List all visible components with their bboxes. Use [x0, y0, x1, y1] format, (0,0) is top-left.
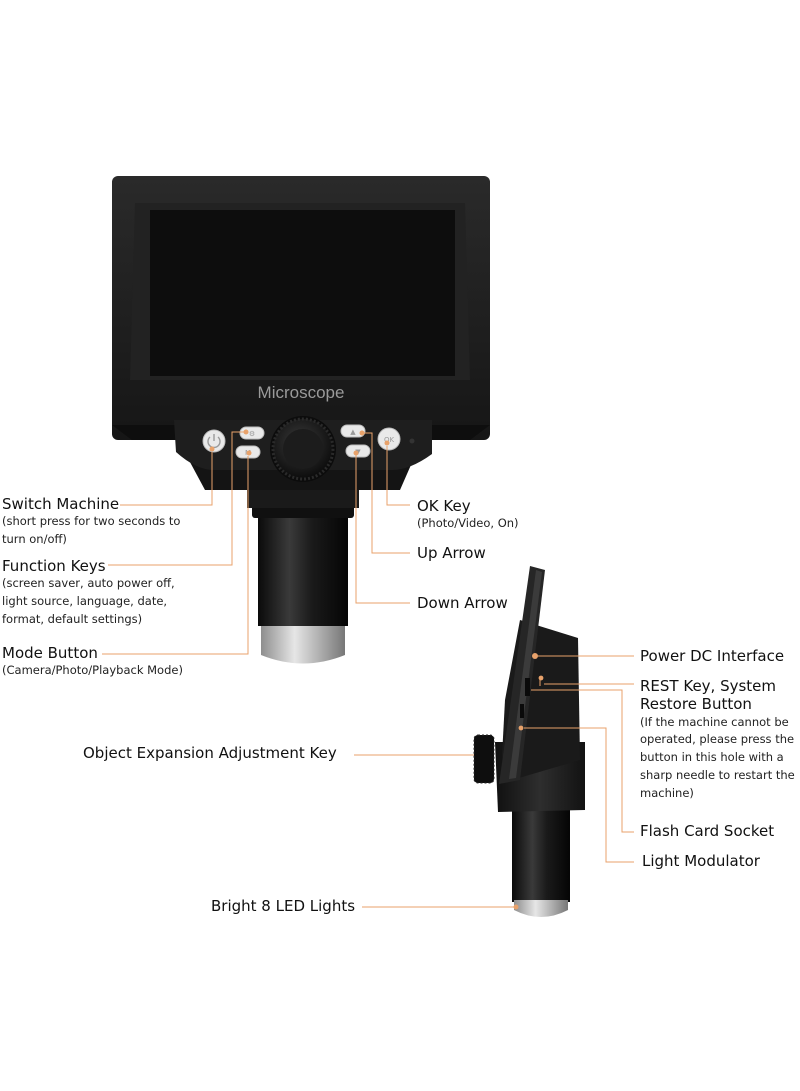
- rest-key-title: REST Key, System Restore Button: [640, 677, 777, 714]
- power-dc-port[interactable]: [532, 653, 538, 659]
- leader-up: [362, 432, 410, 554]
- indicator-led: [409, 438, 415, 444]
- leader-light: [524, 727, 634, 863]
- leader-switch: [120, 452, 213, 506]
- reset-hole[interactable]: [538, 675, 544, 681]
- power-icon: [207, 436, 221, 449]
- mode-button-title: Mode Button: [2, 644, 98, 662]
- ok-icon: OK: [384, 436, 395, 444]
- callout-down-arrow: Down Arrow: [417, 594, 508, 612]
- leader-down: [355, 455, 410, 604]
- power-dc-title: Power DC Interface: [640, 647, 785, 665]
- leader-ok: [386, 446, 410, 506]
- leader-lines: [102, 429, 634, 910]
- callout-ok-key: OK Key (Photo/Video, On): [417, 497, 597, 533]
- screen: [150, 210, 455, 376]
- callout-object-expansion: Object Expansion Adjustment Key: [83, 744, 363, 762]
- up-arrow-icon: ▲: [350, 428, 356, 436]
- leader-mode: [102, 456, 249, 655]
- side-led-cap: [514, 900, 568, 917]
- callout-switch-machine: Switch Machine (short press for two seco…: [2, 495, 202, 549]
- callout-function-keys: Function Keys (screen saver, auto power …: [2, 557, 202, 629]
- callout-led-lights: Bright 8 LED Lights: [211, 897, 371, 915]
- callout-mode-button: Mode Button (Camera/Photo/Playback Mode): [2, 644, 212, 680]
- flash-card-title: Flash Card Socket: [640, 822, 775, 840]
- switch-machine-title: Switch Machine: [2, 495, 120, 513]
- menu-icon: ⚙: [249, 430, 255, 438]
- led-lights-title: Bright 8 LED Lights: [211, 897, 356, 915]
- neck: [247, 486, 359, 508]
- front-view-microscope: Microscope ⚙ M ▲ ▼: [112, 176, 490, 664]
- down-arrow-title: Down Arrow: [417, 594, 508, 612]
- leader-flash: [531, 689, 634, 833]
- object-expansion-title: Object Expansion Adjustment Key: [83, 744, 337, 762]
- ok-button[interactable]: OK: [377, 427, 401, 451]
- led-cap: [261, 626, 345, 664]
- light-modulator-title: Light Modulator: [642, 852, 760, 870]
- leader-function: [108, 431, 244, 566]
- side-knob[interactable]: [473, 734, 495, 784]
- side-slot-2: [520, 704, 524, 718]
- ok-key-title: OK Key: [417, 497, 471, 515]
- callout-light-modulator: Light Modulator: [642, 852, 800, 870]
- down-button[interactable]: ▼: [345, 444, 371, 458]
- card-slot[interactable]: [525, 678, 530, 696]
- menu-button[interactable]: ⚙: [239, 426, 265, 440]
- brand-label: Microscope: [258, 383, 345, 402]
- side-view-microscope: [473, 566, 585, 917]
- up-arrow-title: Up Arrow: [417, 544, 486, 562]
- callout-up-arrow: Up Arrow: [417, 544, 486, 562]
- up-button[interactable]: ▲: [340, 424, 366, 438]
- focus-knob[interactable]: [270, 416, 336, 482]
- down-arrow-icon: ▼: [355, 448, 361, 456]
- callout-flash-card: Flash Card Socket: [640, 822, 800, 840]
- function-keys-title: Function Keys: [2, 557, 106, 575]
- power-button[interactable]: [202, 429, 226, 453]
- mode-button-note: (Camera/Photo/Playback Mode): [2, 663, 183, 678]
- light-modulator-wheel[interactable]: [518, 725, 524, 731]
- function-keys-note: (screen saver, auto power off, light sou…: [2, 576, 175, 626]
- ok-key-note: (Photo/Video, On): [417, 516, 519, 531]
- side-screen-highlight: [509, 570, 542, 779]
- lens-tube: [258, 506, 348, 626]
- side-lens-tube: [512, 810, 570, 902]
- switch-machine-note: (short press for two seconds to turn on/…: [2, 514, 181, 547]
- rest-key-note: (If the machine cannot be operated, plea…: [640, 714, 795, 800]
- callout-power-dc: Power DC Interface: [640, 647, 800, 665]
- callout-rest-key: REST Key, System Restore Button (If the …: [640, 677, 800, 803]
